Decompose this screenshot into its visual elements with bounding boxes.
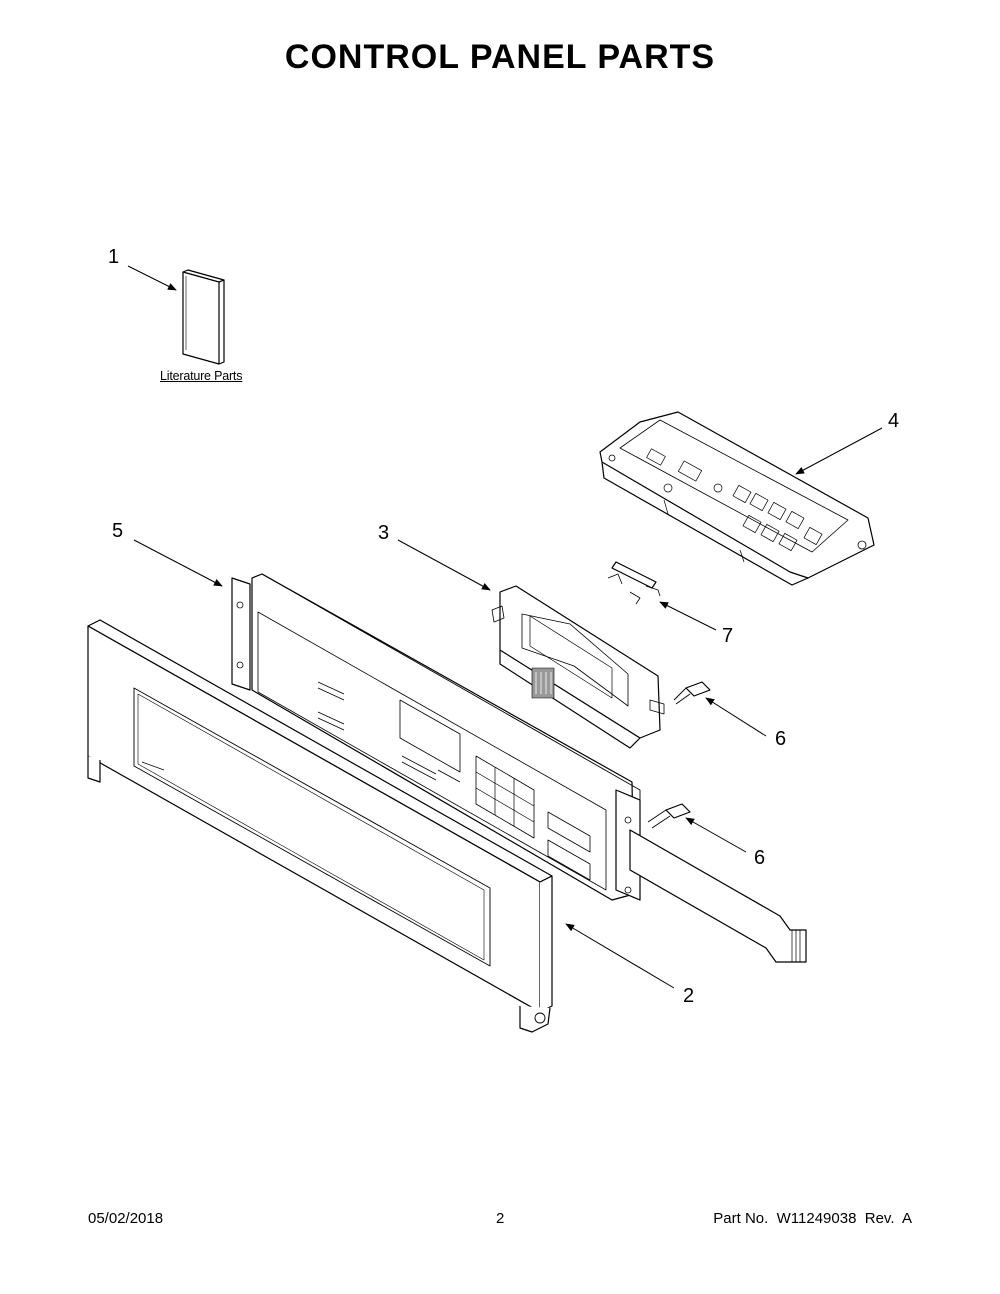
screw-lower [647, 803, 691, 829]
sensor-switch [607, 561, 661, 605]
callout-7: 7 [722, 625, 734, 647]
footer-page-number: 2 [496, 1210, 505, 1227]
control-board-housing [599, 411, 875, 586]
callout-5: 5 [112, 520, 124, 542]
callout-6-upper: 6 [775, 728, 787, 750]
callout-leaders [127, 265, 883, 989]
callout-1: 1 [108, 246, 120, 268]
literature-booklet [182, 269, 225, 365]
callout-3: 3 [378, 522, 390, 544]
page-title: CONTROL PANEL PARTS [284, 38, 716, 76]
callout-6-lower: 6 [754, 847, 766, 869]
control-panel-frame [87, 619, 553, 1033]
display-board [491, 585, 665, 749]
footer-part-number: Part No. W11249038 Rev. A [713, 1210, 912, 1227]
footer-date: 05/02/2018 [88, 1210, 164, 1227]
callout-4: 4 [888, 410, 900, 432]
callout-2: 2 [683, 985, 695, 1007]
screw-upper [673, 681, 711, 705]
ribbon-cable [629, 829, 807, 963]
literature-parts-label: Literature Parts [160, 369, 243, 383]
